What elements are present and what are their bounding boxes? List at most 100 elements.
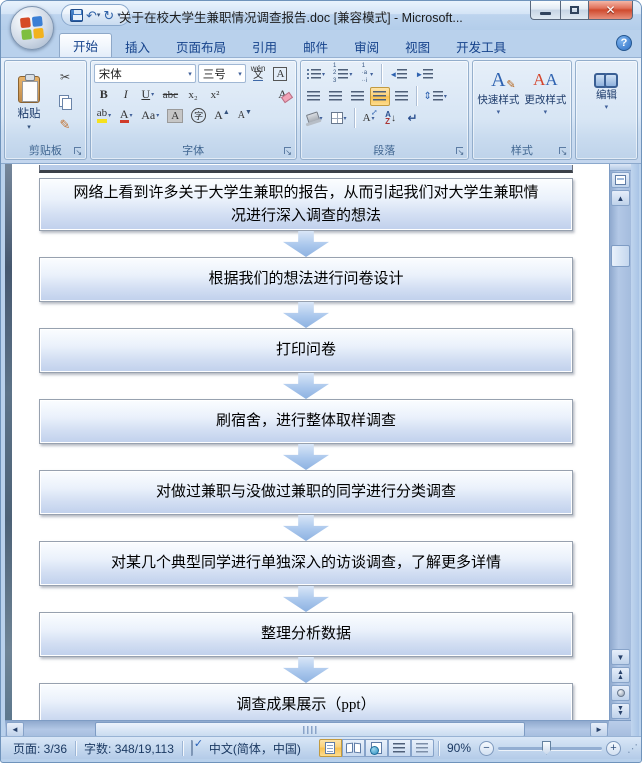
flowchart-box[interactable]: 刷宿舍，进行整体取样调查 xyxy=(39,399,573,444)
flowchart-box[interactable]: 根据我们的想法进行问卷设计 xyxy=(39,257,573,302)
show-hide-marks-button[interactable]: ↵ xyxy=(407,111,418,125)
paste-button[interactable]: 粘贴 ▾ xyxy=(8,64,50,143)
down-arrow-shape[interactable] xyxy=(283,373,329,399)
outline-view-button[interactable] xyxy=(387,739,411,757)
fullscreen-reading-view-button[interactable] xyxy=(341,739,365,757)
text-highlight-button[interactable]: ab▾ xyxy=(94,106,114,125)
horizontal-scroll-thumb[interactable] xyxy=(95,722,525,737)
clipboard-dialog-launcher[interactable]: ↘ xyxy=(72,145,84,157)
print-layout-view-button[interactable] xyxy=(318,739,342,757)
superscript-button[interactable]: x² xyxy=(210,88,220,101)
ribbon-tab[interactable]: 邮件 xyxy=(290,35,341,57)
split-window-handle[interactable] xyxy=(610,164,631,171)
ribbon-tab[interactable]: 引用 xyxy=(239,35,290,57)
word-count[interactable]: 字数: 348/19,113 xyxy=(84,741,174,756)
italic-button[interactable]: I xyxy=(123,87,128,101)
zoom-in-button[interactable]: + xyxy=(606,740,621,756)
scroll-up-button[interactable]: ▲ xyxy=(611,190,630,206)
change-styles-button[interactable]: AA 更改样式 ▾ xyxy=(523,64,568,143)
underline-button[interactable]: U▾ xyxy=(138,85,158,104)
ribbon-tab[interactable]: 插入 xyxy=(112,35,163,57)
zoom-level[interactable]: 90% xyxy=(446,741,471,755)
character-border-button[interactable]: A xyxy=(270,64,290,83)
subscript-button[interactable]: x₂ xyxy=(188,88,198,101)
font-name-combobox[interactable]: 宋体▾ xyxy=(93,64,196,83)
ribbon-tab[interactable]: 页面布局 xyxy=(163,35,239,57)
bullets-button[interactable]: ▾ xyxy=(304,65,329,84)
ribbon-tab[interactable]: 开始 xyxy=(59,33,113,57)
select-browse-object-button[interactable] xyxy=(611,685,630,701)
redo-button[interactable]: ↻ xyxy=(103,9,114,22)
styles-dialog-launcher[interactable]: ↘ xyxy=(557,145,569,157)
decrease-indent-button[interactable]: ◄ xyxy=(386,65,410,84)
vertical-scroll-thumb[interactable] xyxy=(611,245,630,267)
help-button[interactable]: ? xyxy=(616,35,632,51)
vertical-scroll-track[interactable] xyxy=(611,207,630,648)
enclose-characters-button[interactable]: 字 xyxy=(188,106,209,125)
undo-button[interactable]: ↶▾ xyxy=(86,9,100,22)
down-arrow-shape[interactable] xyxy=(283,302,329,328)
flowchart-box[interactable]: 整理分析数据 xyxy=(39,612,573,657)
align-left-button[interactable] xyxy=(304,87,324,106)
horizontal-scroll-track[interactable] xyxy=(25,722,589,737)
character-shading-button[interactable]: A xyxy=(164,106,186,125)
language-indicator[interactable]: 中文(简体，中国) xyxy=(208,741,301,756)
down-arrow-shape[interactable] xyxy=(283,444,329,470)
close-button[interactable]: ✕ xyxy=(589,1,633,20)
ribbon-tab[interactable]: 审阅 xyxy=(341,35,392,57)
down-arrow-shape[interactable] xyxy=(283,586,329,612)
grow-font-button[interactable]: A▲ xyxy=(214,107,230,123)
align-right-button[interactable] xyxy=(348,87,368,106)
zoom-out-button[interactable]: − xyxy=(479,740,494,756)
minimize-button[interactable] xyxy=(530,1,560,20)
ribbon-tab[interactable]: 开发工具 xyxy=(443,35,519,57)
multilevel-list-button[interactable]: 1·a··i▾ xyxy=(357,63,377,83)
editing-button[interactable]: 编辑 ▾ xyxy=(583,64,629,112)
cut-button[interactable]: ✂ xyxy=(52,66,78,88)
scroll-left-button[interactable]: ◄ xyxy=(6,722,24,737)
down-arrow-shape[interactable] xyxy=(283,515,329,541)
format-painter-button[interactable]: ✎ xyxy=(52,114,78,136)
shading-button[interactable]: ▾ xyxy=(304,109,326,128)
next-page-button[interactable]: ▼▼ xyxy=(611,703,630,719)
flowchart-box[interactable]: 网络上看到许多关于大学生兼职的报告，从而引起我们对大学生兼职情况进行深入调查的想… xyxy=(39,178,573,231)
font-color-button[interactable]: A▾ xyxy=(116,106,136,125)
borders-button[interactable]: ▾ xyxy=(328,109,350,128)
line-spacing-button[interactable]: ⇕▾ xyxy=(421,87,450,106)
distributed-button[interactable] xyxy=(392,87,412,106)
clear-formatting-button[interactable]: A xyxy=(273,85,293,104)
office-button[interactable] xyxy=(10,6,54,50)
copy-button[interactable] xyxy=(52,90,78,112)
down-arrow-shape[interactable] xyxy=(283,657,329,683)
zoom-slider-thumb[interactable] xyxy=(542,740,551,755)
zoom-slider[interactable] xyxy=(498,740,602,755)
quick-styles-button[interactable]: A✎ 快速样式 ▾ xyxy=(476,64,521,143)
align-center-button[interactable] xyxy=(326,87,346,106)
resize-grip-icon[interactable]: ⋰ xyxy=(627,742,638,755)
asian-layout-button[interactable]: A▾ xyxy=(359,108,379,128)
scroll-right-button[interactable]: ► xyxy=(590,722,608,737)
draft-view-button[interactable] xyxy=(410,739,434,757)
flowchart-box[interactable]: 打印问卷 xyxy=(39,328,573,373)
flowchart-box[interactable]: 对做过兼职与没做过兼职的同学进行分类调查 xyxy=(39,470,573,515)
page-indicator[interactable]: 页面: 3/36 xyxy=(13,741,68,756)
save-button[interactable] xyxy=(70,8,83,22)
web-layout-view-button[interactable] xyxy=(364,739,388,757)
view-ruler-button[interactable] xyxy=(611,172,630,188)
spellcheck-status[interactable] xyxy=(183,740,201,756)
font-size-combobox[interactable]: 三号▾ xyxy=(197,64,246,83)
justify-button[interactable] xyxy=(369,86,390,106)
increase-indent-button[interactable]: ► xyxy=(412,65,436,84)
change-case-button[interactable]: Aa▾ xyxy=(138,106,162,125)
font-dialog-launcher[interactable]: ↘ xyxy=(282,145,294,157)
restore-button[interactable] xyxy=(560,1,589,20)
customize-qat-button[interactable]: ▾ xyxy=(117,12,121,19)
bold-button[interactable]: B xyxy=(99,87,108,101)
scroll-down-button[interactable]: ▼ xyxy=(611,649,630,665)
flowchart-box[interactable]: 对某几个典型同学进行单独深入的访谈调查，了解更多详情 xyxy=(39,541,573,586)
strikethrough-button[interactable]: abc xyxy=(162,88,179,101)
previous-page-button[interactable]: ▲▲ xyxy=(611,667,630,683)
